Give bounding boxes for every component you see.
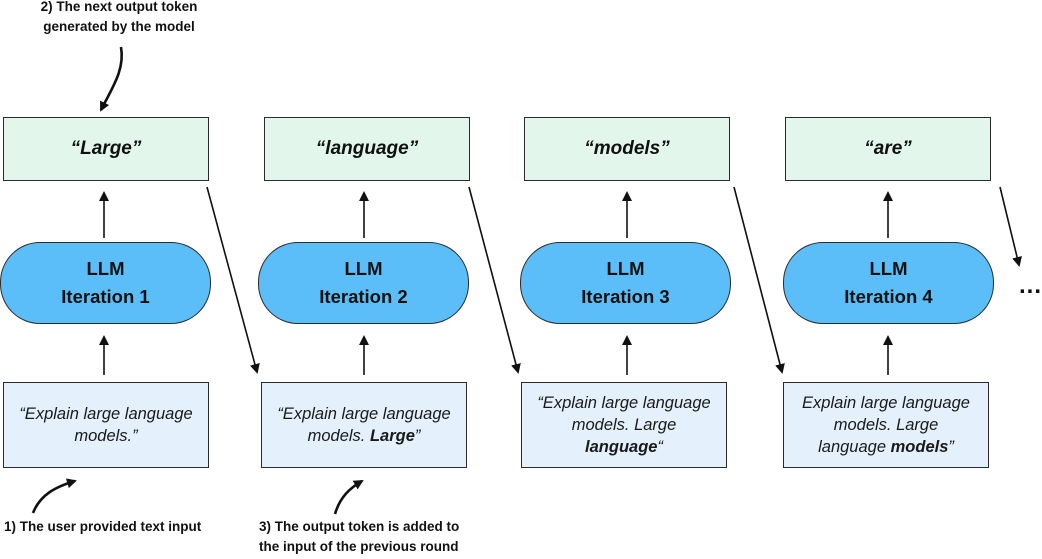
appended-token: Large (369, 427, 415, 445)
llm-iteration-3: LLM Iteration 3 (520, 242, 731, 324)
annotation-user-input: 1) The user provided text input (4, 519, 202, 534)
llm-iteration-2: LLM Iteration 2 (258, 242, 469, 324)
curved-arrow-added-annotation (333, 479, 364, 515)
appended-token: models (890, 438, 949, 456)
output-token-box-1: “Large” (3, 117, 209, 181)
curved-arrow-output-annotation (99, 46, 124, 112)
llm-iteration-1: LLM Iteration 1 (0, 242, 211, 324)
curved-arrow-input-annotation (31, 478, 77, 514)
input-text-box-1: “Explain large language models.” (3, 382, 209, 468)
llm-iteration-4: LLM Iteration 4 (783, 242, 994, 324)
output-token-label: “are” (864, 138, 912, 159)
arrow-output-to-next-input-3 (733, 186, 785, 374)
appended-token: language (585, 438, 658, 456)
annotation-token-added: 3) The output token is added to the inpu… (259, 519, 460, 554)
arrow-output-to-next-input-1 (206, 186, 260, 374)
arrow-output-to-next-input-2 (468, 186, 521, 374)
output-token-label: “language” (315, 138, 419, 159)
output-token-box-4: “are” (785, 117, 991, 181)
arrow-output-to-next-input-4 (999, 186, 1022, 267)
continuation-ellipsis: ... (1019, 272, 1042, 299)
input-text-box-4: Explain large language models. Large lan… (783, 382, 989, 468)
input-text-box-3: “Explain large language models. Large la… (521, 382, 727, 468)
output-token-label: “Large” (70, 138, 142, 159)
output-token-label: “models” (584, 138, 670, 159)
annotation-next-output-token: 2) The next output token generated by th… (40, 0, 198, 34)
output-token-box-2: “language” (264, 117, 470, 181)
input-text-box-2: “Explain large language models. Large” (261, 382, 467, 468)
output-token-box-3: “models” (524, 117, 730, 181)
